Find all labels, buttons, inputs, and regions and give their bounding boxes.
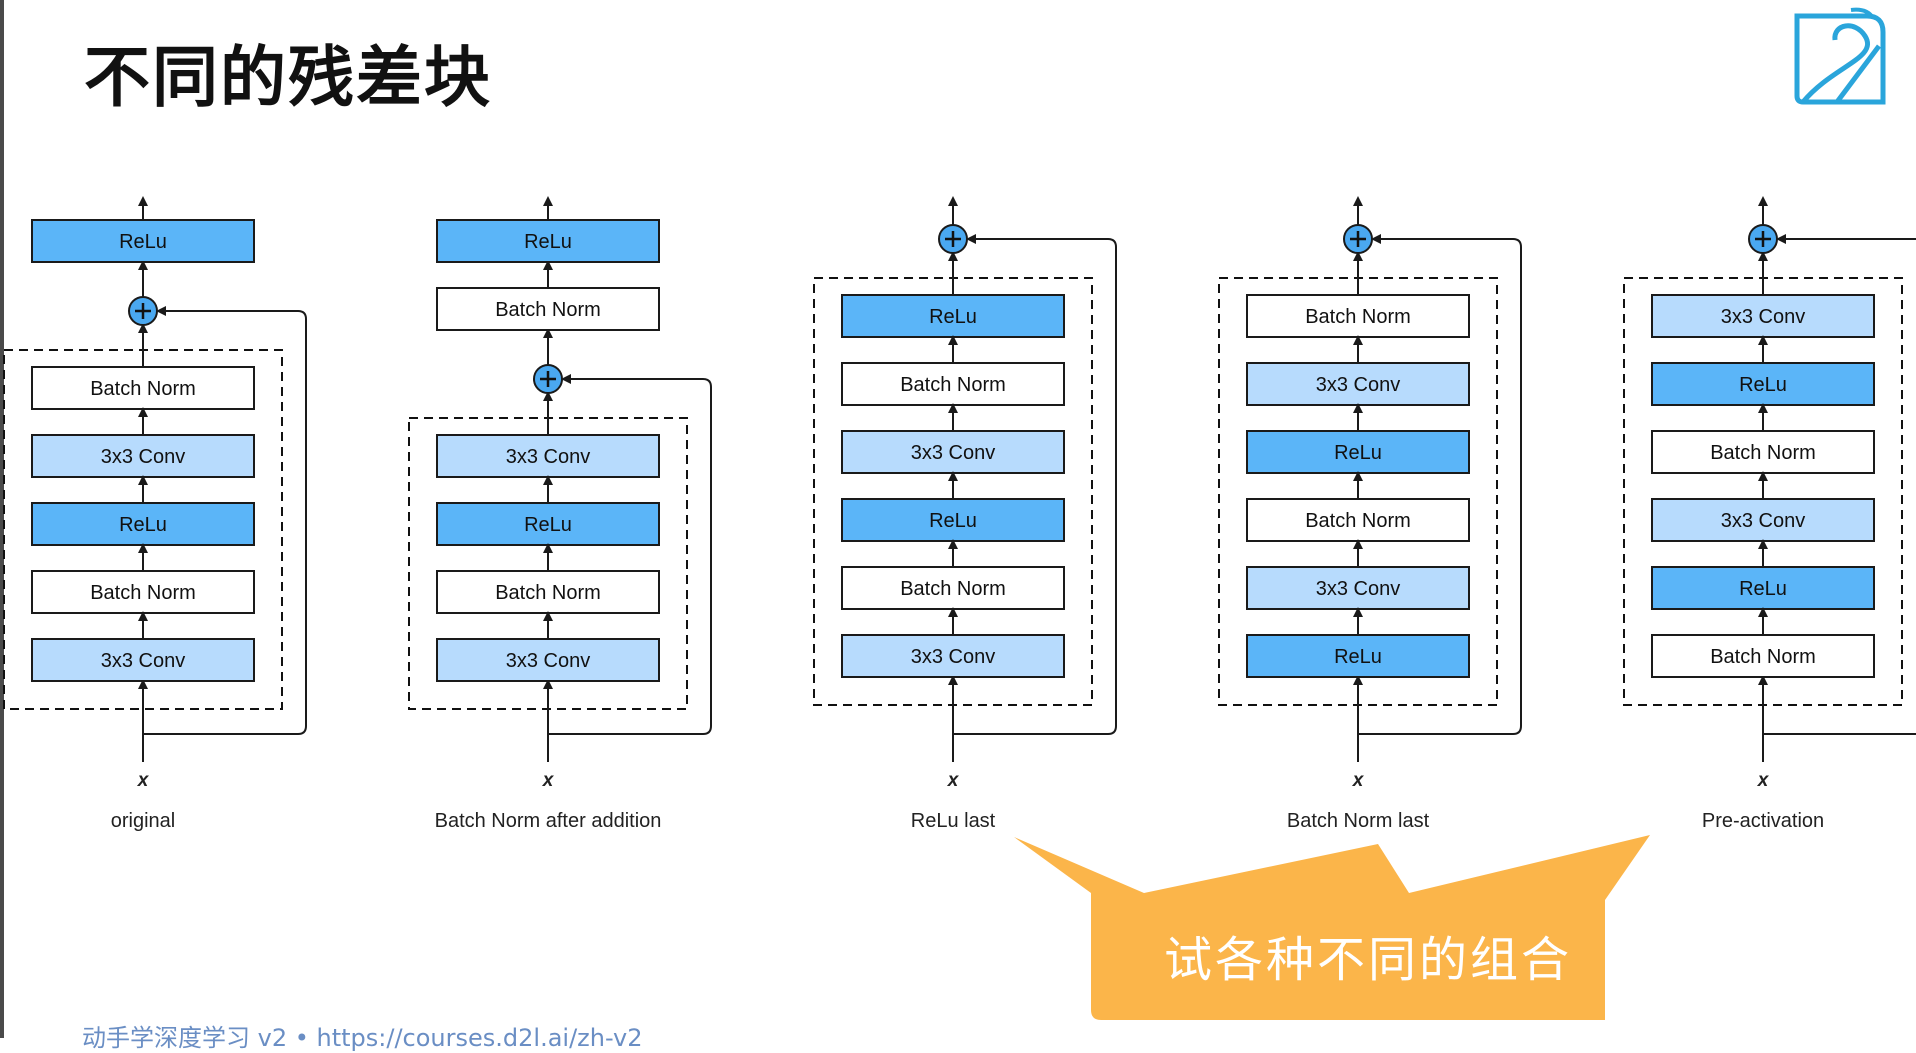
block-original-outer-0-relu-label: ReLu	[119, 231, 167, 253]
block-bn-after-addition-inner-2-batch-norm-label: Batch Norm	[495, 582, 601, 604]
block-pre-activation-inner-3-3x3-conv	[1651, 498, 1875, 542]
block-bn-last-inner-0-batch-norm-label: Batch Norm	[1305, 306, 1411, 328]
block-bn-last-inner-3-batch-norm-label: Batch Norm	[1305, 510, 1411, 532]
block-pre-activation-inner-1-relu	[1651, 362, 1875, 406]
block-bn-last-inner-4-3x3-conv	[1246, 566, 1470, 610]
callout-text: 试各种不同的组合	[1164, 932, 1572, 988]
block-relu-last-inner-2-3x3-conv	[841, 430, 1065, 474]
block-original-inner-0-batch-norm-label: Batch Norm	[90, 378, 196, 400]
block-original-inner-2-relu	[31, 502, 255, 546]
block-original-inner-1-3x3-conv-label: 3x3 Conv	[101, 446, 186, 468]
block-relu-last-inner-5-3x3-conv	[841, 634, 1065, 678]
block-pre-activation-x-label: x	[1757, 770, 1770, 791]
block-relu-last-skip-connection	[953, 234, 1117, 735]
block-bn-last-inner-0-batch-norm	[1246, 294, 1470, 338]
block-pre-activation-inner-0-3x3-conv-label: 3x3 Conv	[1721, 306, 1806, 328]
block-bn-last-inner-1-3x3-conv-label: 3x3 Conv	[1316, 374, 1401, 396]
block-pre-activation-caption: Pre-activation	[1702, 810, 1824, 832]
block-original-inner-4-3x3-conv-label: 3x3 Conv	[101, 650, 186, 672]
block-bn-last-caption: Batch Norm last	[1287, 810, 1430, 832]
block-pre-activation-inner-3-3x3-conv-label: 3x3 Conv	[1721, 510, 1806, 532]
block-bn-after-addition-inner-0-3x3-conv-label: 3x3 Conv	[506, 446, 591, 468]
block-relu-last-inner-1-batch-norm-label: Batch Norm	[900, 374, 1006, 396]
callout-bubble: 试各种不同的组合	[1014, 835, 1650, 1020]
block-bn-after-addition-outer-1-batch-norm	[436, 287, 660, 331]
slide-title: 不同的残差块	[84, 39, 492, 116]
block-relu-last-inner-3-relu-label: ReLu	[929, 510, 977, 532]
block-bn-after-addition-outer-0-relu-label: ReLu	[524, 231, 572, 253]
block-bn-after-addition-skip-connection	[548, 374, 712, 735]
block-bn-after-addition-x-label: x	[542, 770, 555, 791]
block-bn-after-addition-inner-3-3x3-conv-label: 3x3 Conv	[506, 650, 591, 672]
block-original-inner-4-3x3-conv	[31, 638, 255, 682]
block-pre-activation-inner-0-3x3-conv	[1651, 294, 1875, 338]
block-relu-last-x-label: x	[947, 770, 960, 791]
block-pre-activation-inner-1-relu-label: ReLu	[1739, 374, 1787, 396]
block-bn-after-addition-inner-0-3x3-conv	[436, 434, 660, 478]
block-bn-last-inner-4-3x3-conv-label: 3x3 Conv	[1316, 578, 1401, 600]
block-original-caption: original	[111, 810, 175, 832]
block-pre-activation-inner-2-batch-norm-label: Batch Norm	[1710, 442, 1816, 464]
block-relu-last-caption: ReLu last	[911, 810, 996, 832]
block-bn-after-addition-outer-1-batch-norm-label: Batch Norm	[495, 299, 601, 321]
block-bn-last-inner-3-batch-norm	[1246, 498, 1470, 542]
d2l-logo-icon	[1794, 7, 1886, 105]
block-relu-last-inner-4-batch-norm-label: Batch Norm	[900, 578, 1006, 600]
block-bn-after-addition-inner-1-relu-label: ReLu	[524, 514, 572, 536]
block-original-inner-3-batch-norm-label: Batch Norm	[90, 582, 196, 604]
block-original-outer-0-relu	[31, 219, 255, 263]
block-relu-last-inner-5-3x3-conv-label: 3x3 Conv	[911, 646, 996, 668]
block-bn-after-addition-outer-0-relu	[436, 219, 660, 263]
block-original-skip-connection	[143, 306, 307, 735]
block-original-inner-2-relu-label: ReLu	[119, 514, 167, 536]
block-pre-activation-inner-5-batch-norm-label: Batch Norm	[1710, 646, 1816, 668]
block-pre-activation-inner-5-batch-norm	[1651, 634, 1875, 678]
block-relu-last-inner-4-batch-norm	[841, 566, 1065, 610]
block-bn-last-x-label: x	[1352, 770, 1365, 791]
block-bn-last-inner-2-relu-label: ReLu	[1334, 442, 1382, 464]
block-pre-activation-inner-4-relu-label: ReLu	[1739, 578, 1787, 600]
block-bn-last-skip-connection	[1358, 234, 1522, 735]
window-edge	[0, 0, 4, 1038]
block-original-x-label: x	[137, 770, 150, 791]
block-relu-last-inner-2-3x3-conv-label: 3x3 Conv	[911, 442, 996, 464]
block-bn-after-addition-caption: Batch Norm after addition	[435, 810, 662, 832]
footer-credit: 动手学深度学习 v2 • https://courses.d2l.ai/zh-v…	[82, 1024, 643, 1052]
block-relu-last-inner-0-relu-label: ReLu	[929, 306, 977, 328]
block-bn-last-inner-5-relu	[1246, 634, 1470, 678]
block-bn-last-inner-5-relu-label: ReLu	[1334, 646, 1382, 668]
